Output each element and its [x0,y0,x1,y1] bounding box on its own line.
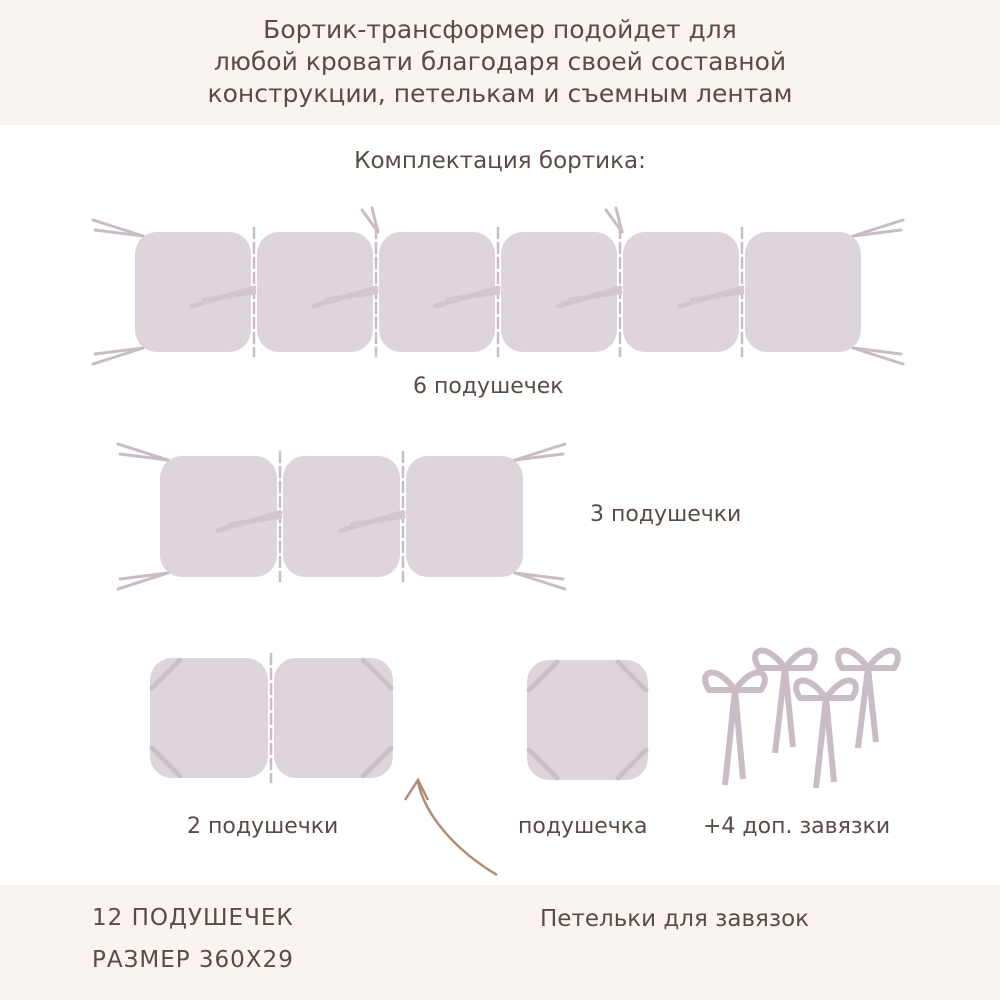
loop [360,657,394,691]
bow-icon [752,647,818,754]
end-tie [118,452,170,462]
top-tie [604,208,624,234]
end-tie [513,571,567,591]
arrow-head-icon [403,777,430,801]
end-tie [851,346,903,356]
end-tie [116,571,170,591]
header-band [0,0,1000,125]
top-tie [370,206,380,234]
inner-tie [323,289,379,303]
loop [615,747,649,781]
footer-size: РАЗМЕР 360Х29 [92,947,294,973]
loop [360,745,394,779]
label-six-pillows: 6 подушечек [413,374,564,399]
loop [526,747,560,781]
pillow [501,232,617,352]
headline-line: любой кровати благодаря своей составной [213,47,787,76]
inner-tie [227,514,283,527]
inner-tie [689,289,745,303]
arrow-icon [416,781,498,877]
end-tie [513,442,567,462]
headline-line: конструкции, петелькам и съемным лентам [207,79,793,108]
top-tie [360,208,380,234]
label-two-pillows: 2 подушечки [187,814,339,839]
end-tie [93,346,145,356]
pillow [406,456,523,577]
inner-tie [201,289,257,303]
end-tie [513,571,565,581]
loop [526,659,560,693]
pillow [160,456,277,577]
end-tie [91,346,145,366]
inner-tie [445,289,501,303]
bow-icon [835,647,901,749]
end-tie [118,571,170,581]
pillow [527,660,648,780]
pillow [257,232,373,352]
label-three-pillows: 3 подушечки [590,502,742,527]
pillow [379,232,495,352]
headline: Бортик-трансформер подойдет для любой кр… [0,14,1000,110]
footer-band [0,885,1000,1000]
end-tie [851,228,903,238]
end-tie [851,346,905,366]
inner-tie [350,514,406,527]
end-tie [851,218,905,238]
footer-loops: Петельки для завязок [540,906,810,932]
loop [149,657,183,691]
pillow [283,456,400,577]
end-tie [513,452,565,462]
subtitle: Комплектация бортика: [354,148,646,174]
top-tie [614,206,624,234]
end-tie [91,218,145,238]
bow-icon [793,677,859,789]
headline-line: Бортик-трансформер подойдет для [263,15,737,44]
bow-icon [702,669,768,786]
label-extra-ties: +4 доп. завязки [703,814,891,839]
inner-tie [567,289,623,303]
pillow [745,232,861,352]
pillow [135,232,251,352]
end-tie [93,228,145,238]
pillow [274,658,393,778]
loop [149,745,183,779]
footer-count: 12 ПОДУШЕЧЕК [92,905,294,931]
end-tie [116,442,170,462]
loop [615,659,649,693]
label-one-pillow: подушечка [518,814,648,839]
pillow [150,658,268,778]
pillow [623,232,739,352]
